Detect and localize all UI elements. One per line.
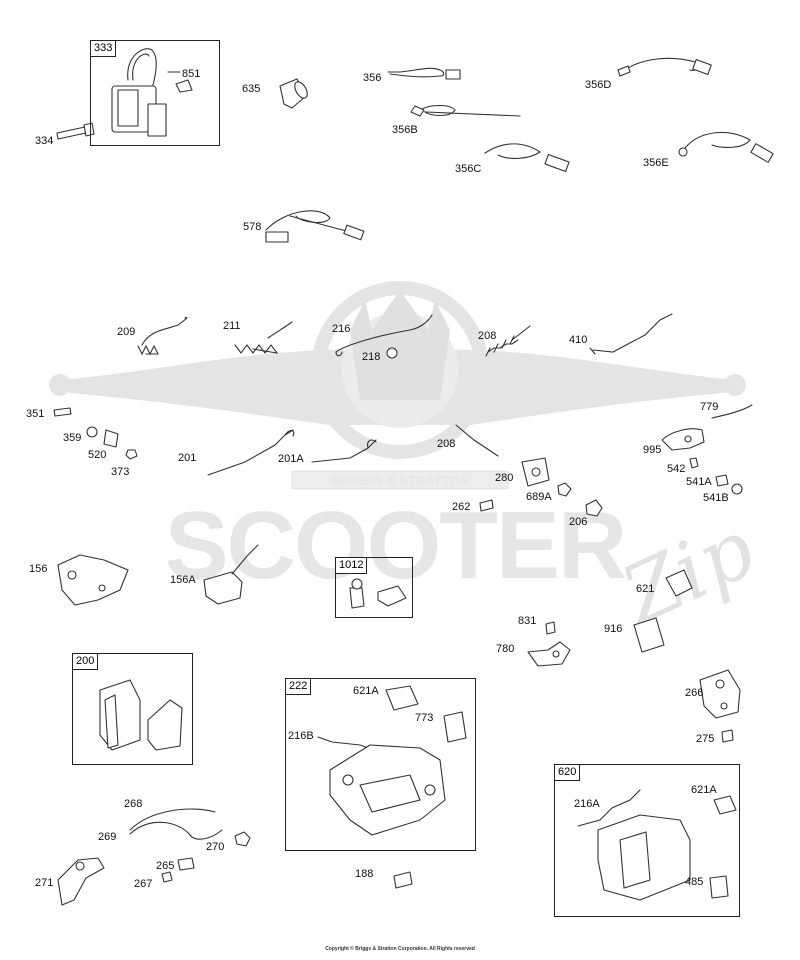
callout-218: 218 xyxy=(362,351,381,363)
air-guide-parts xyxy=(99,679,183,751)
callout-201A: 201A xyxy=(278,453,304,465)
callout-485: 485 xyxy=(685,876,704,888)
bracket-266 xyxy=(699,669,741,743)
box-222: 222 xyxy=(285,678,476,851)
callout-266: 266 xyxy=(685,687,704,699)
control-brackets xyxy=(57,544,259,606)
callout-211: 211 xyxy=(223,320,241,332)
callout-542: 542 xyxy=(667,463,686,475)
callout-541A: 541A xyxy=(686,476,712,488)
ground-wires xyxy=(387,57,774,173)
callout-156A: 156A xyxy=(170,574,196,586)
callout-216B: 216B xyxy=(288,730,314,742)
choke-cable-parts xyxy=(57,808,251,906)
callout-356E: 356E xyxy=(643,157,669,169)
callout-916: 916 xyxy=(604,623,623,635)
callout-779: 779 xyxy=(700,401,719,413)
callout-621A-box620: 621A xyxy=(691,784,717,796)
box-620-label: 620 xyxy=(555,765,581,781)
governor-parts xyxy=(349,578,407,609)
callout-373: 373 xyxy=(111,466,130,478)
callout-359: 359 xyxy=(63,432,82,444)
box-200-label: 200 xyxy=(73,654,99,670)
control-bracket-assembly xyxy=(317,685,467,836)
box-222-label: 222 xyxy=(286,679,312,695)
springs-links xyxy=(53,313,753,517)
callout-265: 265 xyxy=(156,860,175,872)
box-1012-label: 1012 xyxy=(336,558,368,574)
callout-216A: 216A xyxy=(574,798,600,810)
control-cover-assembly xyxy=(577,789,737,901)
copyright-notice: Copyright © Briggs & Stratton Corporatio… xyxy=(325,946,475,952)
callout-410: 410 xyxy=(569,334,588,346)
callout-280: 280 xyxy=(495,472,514,484)
callout-208-lower: 208 xyxy=(437,438,456,450)
watermark-script-text: Zip xyxy=(606,502,768,644)
box-333-label: 333 xyxy=(91,41,117,57)
callout-156: 156 xyxy=(29,563,48,575)
callout-356C: 356C xyxy=(455,163,482,175)
callout-268: 268 xyxy=(124,798,143,810)
callout-831: 831 xyxy=(518,615,537,627)
callout-275: 275 xyxy=(696,733,715,745)
callout-356B: 356B xyxy=(392,124,418,136)
callout-262: 262 xyxy=(452,501,471,513)
callout-578: 578 xyxy=(243,221,262,233)
callout-621A-box222: 621A xyxy=(353,685,379,697)
armature-part xyxy=(56,48,193,140)
box-200: 200 xyxy=(72,653,193,765)
box-620: 620 xyxy=(554,764,740,917)
box-1012: 1012 xyxy=(335,557,413,618)
box-333: 333 xyxy=(90,40,220,146)
callout-773: 773 xyxy=(415,712,434,724)
stop-switch-wire xyxy=(265,210,365,243)
callout-621: 621 xyxy=(636,583,655,595)
callout-851: 851 xyxy=(182,68,201,80)
callout-689A: 689A xyxy=(526,491,552,503)
watermark-brand-text: BRIGGS & STRATTON xyxy=(331,473,468,488)
callout-206: 206 xyxy=(569,516,588,528)
callout-270: 270 xyxy=(206,841,225,853)
callout-520: 520 xyxy=(88,449,107,461)
callout-269: 269 xyxy=(98,831,117,843)
callout-541B: 541B xyxy=(703,492,729,504)
callout-201: 201 xyxy=(178,452,197,464)
callout-635: 635 xyxy=(242,83,261,95)
callout-209: 209 xyxy=(117,326,136,338)
callout-351: 351 xyxy=(26,408,45,420)
callout-995: 995 xyxy=(643,444,662,456)
callout-356D: 356D xyxy=(585,79,612,91)
callout-271: 271 xyxy=(35,877,54,889)
callout-780: 780 xyxy=(496,643,515,655)
callout-356: 356 xyxy=(363,72,382,84)
switch-parts xyxy=(527,569,693,667)
bolt-188 xyxy=(393,871,413,889)
spark-plug-boot-part xyxy=(279,78,308,109)
callout-188: 188 xyxy=(355,868,374,880)
callout-267: 267 xyxy=(134,878,153,890)
callout-208-upper: 208 xyxy=(478,330,497,342)
callout-216: 216 xyxy=(332,323,351,335)
callout-334: 334 xyxy=(35,135,54,147)
